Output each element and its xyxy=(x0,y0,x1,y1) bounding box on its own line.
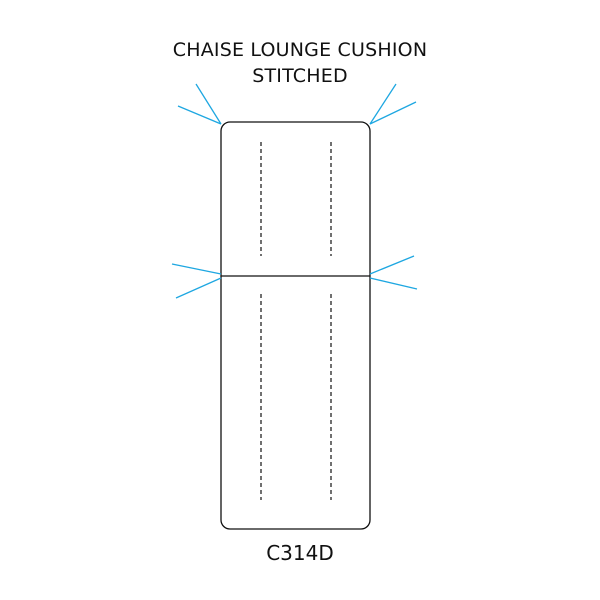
tie-indicator-top-right xyxy=(369,83,417,125)
product-code: C314D xyxy=(266,541,334,565)
cushion-outline xyxy=(220,121,371,530)
tie-indicator-middle-left xyxy=(171,263,222,299)
diagram-title-line-2: STITCHED xyxy=(252,65,348,87)
tie-indicator-middle-right xyxy=(369,255,418,290)
tie-indicator-top-left xyxy=(177,83,222,125)
diagram-title-line-1: CHAISE LOUNGE CUSHION xyxy=(172,39,428,61)
